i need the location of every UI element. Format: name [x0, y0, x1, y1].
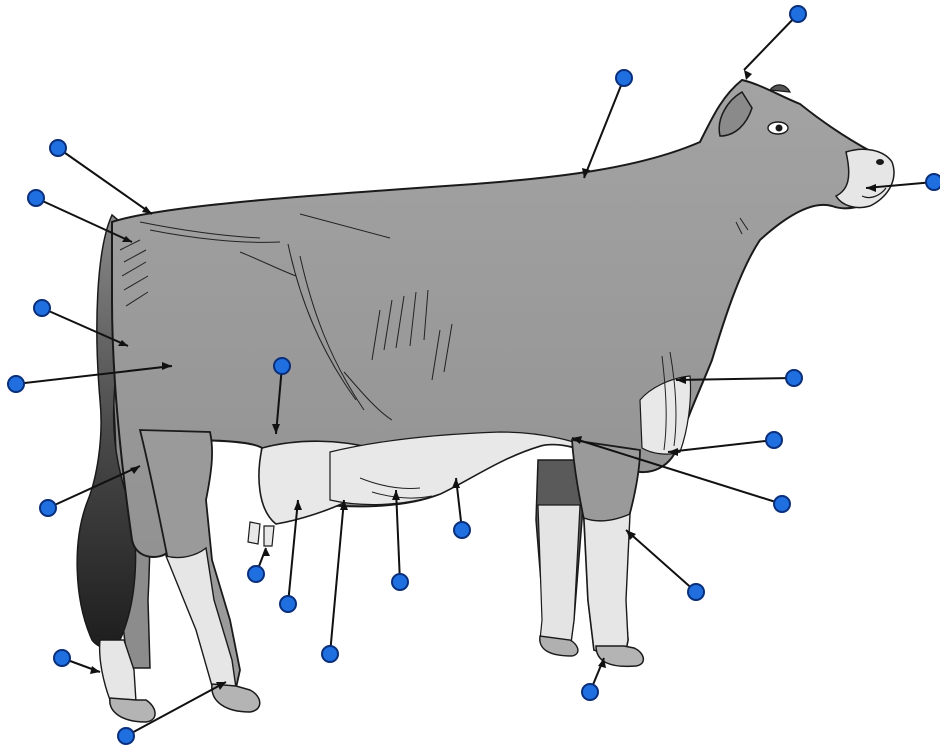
marker-hoof[interactable] — [118, 728, 134, 744]
leader-milk-well — [330, 500, 344, 654]
marker-muzzle[interactable] — [926, 174, 940, 190]
marker-belly[interactable] — [774, 496, 790, 512]
leader-poll — [744, 14, 798, 70]
leader-back — [584, 78, 624, 178]
nostril — [876, 159, 884, 165]
marker-switch[interactable] — [40, 500, 56, 516]
marker-milk-well[interactable] — [322, 646, 338, 662]
rear-hoof — [110, 698, 155, 722]
marker-teat[interactable] — [248, 566, 264, 582]
leader-loin — [58, 148, 152, 214]
marker-pin-bone[interactable] — [34, 300, 50, 316]
pupil — [776, 125, 783, 132]
marker-knee[interactable] — [454, 522, 470, 538]
marker-milk-vein-start[interactable] — [274, 358, 290, 374]
marker-hock[interactable] — [54, 650, 70, 666]
marker-loin[interactable] — [50, 140, 66, 156]
marker-udder[interactable] — [280, 596, 296, 612]
marker-pastern[interactable] — [688, 584, 704, 600]
marker-dew-claw[interactable] — [582, 684, 598, 700]
teat-2 — [264, 526, 274, 546]
marker-thigh[interactable] — [8, 376, 24, 392]
teat-1 — [248, 522, 260, 544]
near-hind-hoof — [212, 684, 260, 712]
marker-hip[interactable] — [28, 190, 44, 206]
near-front-leg-white — [584, 514, 630, 660]
marker-dewlap[interactable] — [766, 432, 782, 448]
marker-fore-udder[interactable] — [392, 574, 408, 590]
marker-back[interactable] — [616, 70, 632, 86]
leader-pastern — [626, 530, 696, 592]
marker-brisket[interactable] — [786, 370, 802, 386]
far-front-leg-white — [538, 505, 580, 650]
cow-body — [112, 80, 892, 557]
marker-poll[interactable] — [790, 6, 806, 22]
